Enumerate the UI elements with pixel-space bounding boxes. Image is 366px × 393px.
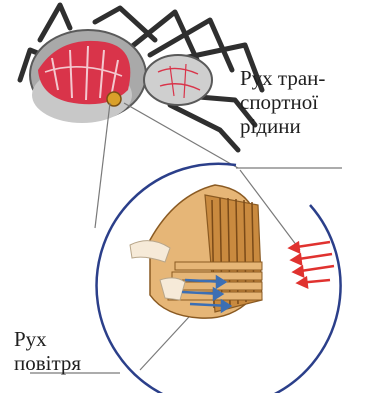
transport-fluid-label-line: спортної — [240, 90, 325, 114]
fluid-arrows — [290, 242, 334, 287]
spider-cephalothorax — [144, 55, 212, 105]
book-lung-detail — [130, 185, 262, 318]
air-movement-label-line: Рух — [14, 327, 81, 351]
transport-fluid-label-line: рідини — [240, 114, 325, 138]
air-movement-label-line: повітря — [14, 351, 81, 375]
transport-fluid-label-line: Рух тран- — [240, 66, 325, 90]
spider-abdomen — [30, 30, 146, 123]
air-movement-label: Рух повітря — [14, 327, 81, 375]
transport-fluid-label: Рух тран- спортної рідини — [240, 66, 325, 138]
